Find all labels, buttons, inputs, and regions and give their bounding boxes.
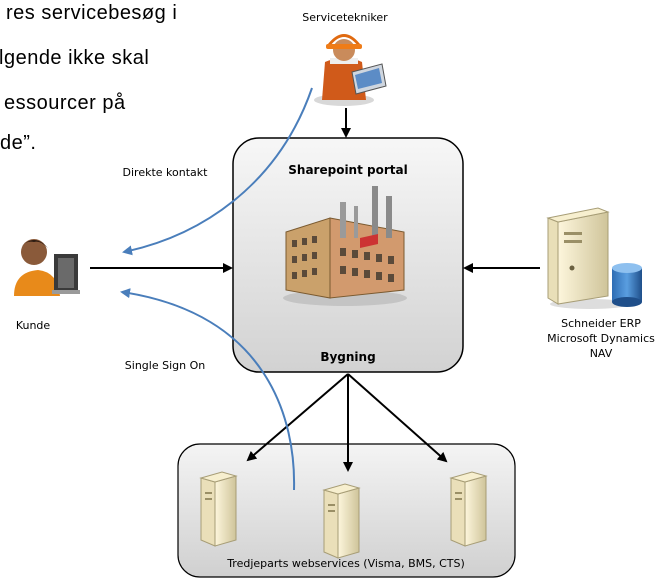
body-text-line-3: essourcer på [4, 92, 126, 114]
body-text-line-4: de”. [0, 132, 37, 154]
direkte-kontakt-label: Direkte kontakt [122, 166, 208, 179]
erp-label-line-3: NAV [589, 347, 613, 360]
webservices-label: Tredjeparts webservices (Visma, BMS, CTS… [227, 557, 465, 570]
body-text-line-1: res servicebesøg i [6, 2, 178, 24]
webservice-server-2-icon [322, 483, 361, 559]
kunde-icon [14, 239, 80, 296]
erp-label-line-2: Microsoft Dynamics [547, 332, 655, 345]
body-text-line-2: lgende ikke skal [0, 47, 150, 69]
erp-label-line-1: Schneider ERP [561, 317, 641, 330]
webservice-server-1-icon [199, 471, 238, 547]
single-sign-on-curve [120, 288, 296, 491]
servicetekniker-label: Servicetekniker [302, 11, 388, 24]
arrow-portal-to-webservice-right [347, 373, 448, 463]
direkte-kontakt-curve [122, 87, 313, 256]
arrow-portal-to-webservice-left [246, 373, 349, 462]
portal-subtitle: Bygning [320, 350, 376, 364]
building-icon [283, 186, 407, 306]
single-sign-on-label: Single Sign On [124, 359, 206, 372]
erp-server-icon [546, 207, 642, 309]
webservice-server-3-icon [449, 471, 488, 547]
servicetekniker-icon [314, 34, 387, 106]
kunde-label: Kunde [15, 319, 51, 332]
portal-title: Sharepoint portal [288, 163, 408, 177]
